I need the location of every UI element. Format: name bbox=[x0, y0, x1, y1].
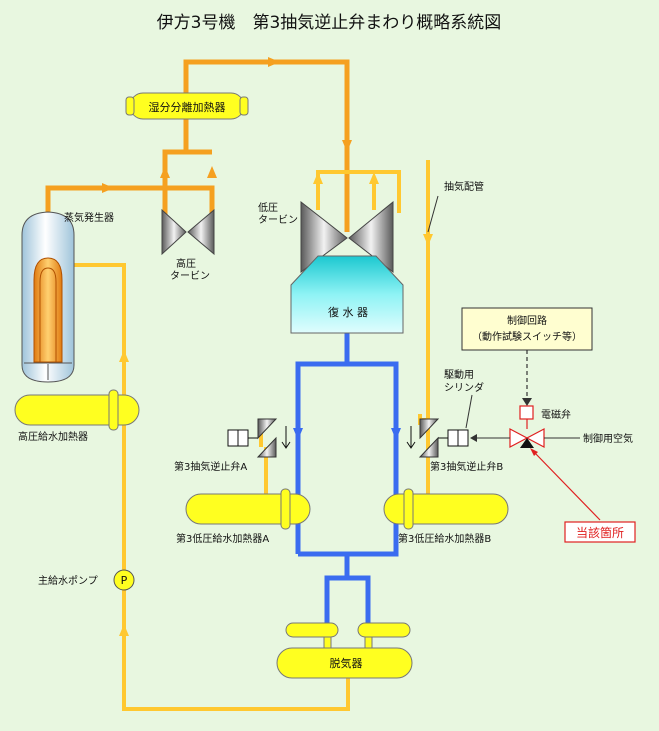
control-circuit-box: 制御回路 （動作試験スイッチ等） bbox=[461, 307, 593, 351]
drive-cylinder-leader bbox=[465, 394, 473, 429]
deaerator: 脱気器 bbox=[276, 622, 413, 679]
check-valve-a-label: 第3抽気逆止弁A bbox=[174, 460, 247, 473]
diagram-title: 伊方3号機 第3抽気逆止弁まわり概略系統図 bbox=[157, 13, 502, 33]
main-feed-pump-label: 主給水ポンプ bbox=[38, 574, 98, 587]
lp-turbine-label-1: 低圧 bbox=[258, 201, 278, 214]
lp-heater-a-label: 第3低圧給水加熱器A bbox=[176, 532, 269, 545]
check-valve-b-label: 第3抽気逆止弁B bbox=[430, 460, 503, 473]
steam-generator-label: 蒸気発生器 bbox=[64, 211, 114, 224]
air-to-cylinder-arrow bbox=[470, 434, 477, 442]
lp-turbine: 低圧 タービン bbox=[258, 200, 394, 274]
extraction-piping-label: 抽気配管 bbox=[444, 180, 484, 193]
condenser-label: 復 水 器 bbox=[328, 306, 368, 319]
hp-turbine-label-1: 高圧 bbox=[176, 257, 196, 270]
check-valve-a: 第3抽気逆止弁A bbox=[174, 418, 291, 473]
moisture-separator-reheater: 湿分分離加熱器 bbox=[125, 92, 249, 120]
extraction-piping-leader bbox=[427, 195, 439, 233]
relevant-location-callout: 当該箇所 bbox=[530, 448, 636, 543]
main-steam-arrows bbox=[102, 57, 352, 193]
steam-generator: 蒸気発生器 bbox=[21, 211, 114, 383]
drive-cylinder-label-1: 駆動用 bbox=[444, 368, 474, 381]
relevant-location-label: 当該箇所 bbox=[576, 525, 624, 540]
check-valve-b: 第3抽気逆止弁B bbox=[406, 418, 503, 473]
condensate-lines bbox=[295, 333, 399, 627]
condenser: 復 水 器 bbox=[290, 255, 404, 334]
drive-cylinder-label-2: シリンダ bbox=[444, 381, 484, 394]
hp-turbine: 高圧 タービン bbox=[161, 208, 215, 282]
lp-heater-b-label: 第3低圧給水加熱器B bbox=[398, 532, 491, 545]
solenoid-valve: 電磁弁 bbox=[509, 405, 571, 448]
pump-symbol: P bbox=[121, 574, 128, 587]
hp-feedwater-heater: 高圧給水加熱器 bbox=[14, 389, 140, 443]
control-air-label: 制御用空気 bbox=[583, 432, 633, 445]
deaerator-label: 脱気器 bbox=[330, 656, 363, 670]
hp-turbine-label-2: タービン bbox=[170, 270, 210, 282]
extraction-arrows bbox=[119, 172, 433, 636]
lp-heater-a: 第3低圧給水加熱器A bbox=[176, 488, 311, 545]
moisture-separator-label: 湿分分離加熱器 bbox=[149, 100, 226, 114]
lp-turbine-label-2: タービン bbox=[258, 214, 298, 226]
control-circuit-label-1: 制御回路 bbox=[507, 314, 547, 327]
hp-feedwater-heater-label: 高圧給水加熱器 bbox=[18, 430, 88, 443]
condensate-arrows bbox=[293, 428, 401, 440]
solenoid-valve-label: 電磁弁 bbox=[541, 408, 571, 421]
main-feed-pump: P 主給水ポンプ bbox=[38, 569, 135, 591]
control-signal-arrow bbox=[522, 398, 532, 406]
control-circuit-label-2: （動作試験スイッチ等） bbox=[472, 330, 582, 343]
lp-heater-b: 第3低圧給水加熱器B bbox=[383, 488, 509, 545]
